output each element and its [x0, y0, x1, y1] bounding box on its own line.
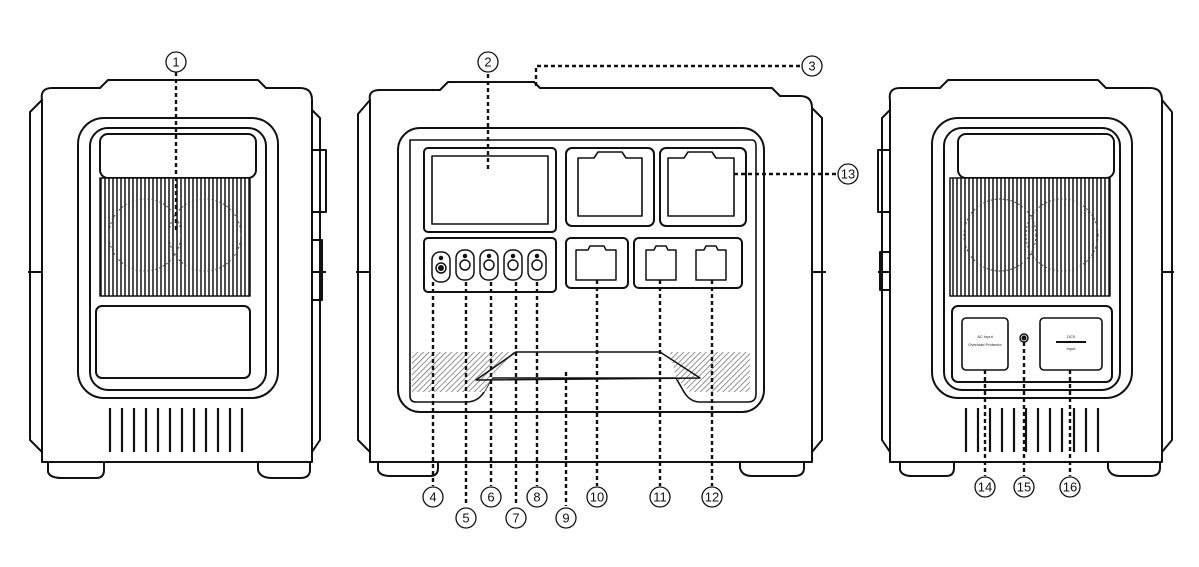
leader-lines — [174, 64, 1072, 506]
svg-text:2: 2 — [484, 55, 491, 70]
callouts: 1 2 3 4 5 6 7 8 9 10 11 12 13 14 15 16 — [165, 51, 1081, 529]
callout-13: 13 — [837, 163, 859, 185]
svg-text:11: 11 — [653, 490, 667, 505]
callout-9: 9 — [555, 507, 577, 529]
svg-text:8: 8 — [533, 490, 540, 505]
left-side-view — [28, 79, 327, 479]
svg-text:7: 7 — [512, 511, 519, 526]
dc-input-label: DC5 — [1067, 334, 1076, 339]
ac-input-label: AC Input — [977, 334, 993, 339]
callout-11: 11 — [649, 486, 671, 508]
ac-input-sub: Overload Protector — [968, 342, 1002, 347]
dc-input-sub: Input — [1067, 346, 1077, 351]
svg-text:5: 5 — [462, 511, 469, 526]
svg-text:12: 12 — [705, 490, 719, 505]
svg-text:9: 9 — [562, 511, 569, 526]
rear-input-labels: AC Input Overload Protector DC5 Input — [968, 334, 1086, 351]
callout-10: 10 — [586, 486, 608, 508]
callout-12: 12 — [701, 486, 723, 508]
callout-4: 4 — [422, 486, 444, 508]
svg-text:3: 3 — [808, 59, 815, 74]
callout-5: 5 — [455, 507, 477, 529]
svg-text:1: 1 — [172, 55, 179, 70]
callout-8: 8 — [526, 486, 548, 508]
callout-1: 1 — [165, 51, 187, 73]
callout-2: 2 — [477, 51, 499, 73]
svg-text:13: 13 — [841, 167, 855, 182]
callout-15: 15 — [1013, 476, 1035, 498]
svg-text:16: 16 — [1063, 480, 1077, 495]
svg-text:14: 14 — [978, 480, 992, 495]
callout-6: 6 — [480, 486, 502, 508]
svg-text:15: 15 — [1017, 480, 1031, 495]
callout-3: 3 — [801, 55, 823, 77]
rear-view — [877, 79, 1174, 477]
callout-16: 16 — [1059, 476, 1081, 498]
callout-14: 14 — [974, 476, 996, 498]
callout-7: 7 — [505, 507, 527, 529]
front-view — [356, 81, 826, 477]
svg-text:4: 4 — [429, 490, 436, 505]
svg-text:10: 10 — [590, 490, 604, 505]
svg-text:6: 6 — [487, 490, 494, 505]
